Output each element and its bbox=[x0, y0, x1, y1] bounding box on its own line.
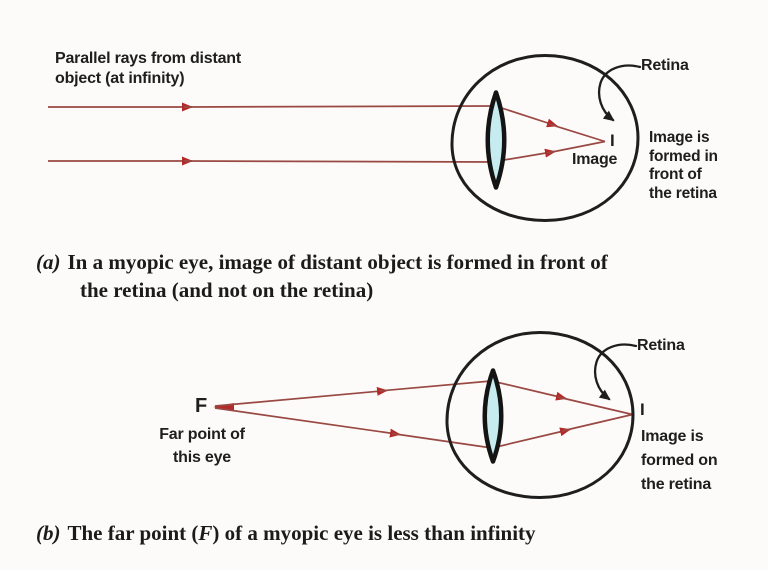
ray-b-bottom-incoming2 bbox=[391, 432, 493, 449]
diagram-a-rays bbox=[48, 102, 606, 166]
image-note-b-line1: Image is bbox=[641, 428, 704, 445]
retina-label-b: Retina bbox=[637, 337, 685, 354]
image-note-a: Image is formed in front of the retina bbox=[649, 129, 718, 203]
image-point-b: I bbox=[640, 400, 645, 419]
image-note-a-line1: Image is bbox=[649, 129, 710, 146]
ray-b-top-refracted2 bbox=[557, 396, 633, 416]
ray-a-top-refracted bbox=[496, 105, 558, 128]
image-point-a: I bbox=[610, 131, 615, 150]
image-note-b-line3: the retina bbox=[641, 476, 712, 493]
image-note-a-line2: formed in bbox=[649, 147, 718, 165]
diagram-b-rays bbox=[213, 380, 633, 449]
ray-b-bottom-refracted bbox=[493, 427, 571, 449]
ray-a-bottom-refracted bbox=[497, 148, 556, 162]
caption-a-text1: In a myopic eye, image of distant object… bbox=[67, 250, 608, 274]
caption-a-line2: the retina (and not on the retina) bbox=[80, 278, 374, 302]
caption-b-text-post: ) of a myopic eye is less than infinity bbox=[212, 521, 536, 545]
ray-a-bottom-refracted2 bbox=[546, 140, 606, 154]
image-note-a-line4: the retina bbox=[649, 184, 717, 202]
far-point-caption-line2: this eye bbox=[173, 449, 231, 466]
ray-b-bottom-incoming bbox=[214, 407, 401, 438]
ray-b-top-incoming bbox=[214, 386, 388, 407]
caption-b: (b)The far point (F) of a myopic eye is … bbox=[36, 521, 536, 546]
far-point-caption-line1: Far point of bbox=[159, 426, 245, 443]
eye-outline-b bbox=[445, 330, 635, 500]
image-label-a: Image bbox=[572, 151, 618, 168]
far-point-caption: Far point of this eye bbox=[139, 423, 265, 469]
parallel-rays-label-line1: Parallel rays from distant bbox=[55, 50, 241, 67]
retina-pointer-arrow-b bbox=[593, 343, 638, 401]
ray-b-top-refracted bbox=[493, 380, 567, 401]
image-note-b: Image is formed on the retina bbox=[641, 425, 718, 497]
ray-a-bottom-incoming2 bbox=[183, 160, 497, 163]
caption-b-f-symbol: F bbox=[198, 521, 213, 545]
image-note-a-line3: front of bbox=[649, 166, 702, 183]
image-note-b-line2: formed on bbox=[641, 452, 718, 469]
ray-a-top-incoming2 bbox=[183, 105, 495, 108]
far-point-label-f: F bbox=[195, 395, 208, 417]
ray-b-top-incoming2 bbox=[378, 380, 492, 392]
retina-pointer-arrow-a bbox=[597, 64, 642, 122]
eye-lens-a bbox=[485, 90, 507, 190]
caption-a-marker: (a) bbox=[36, 250, 61, 274]
eye-lens-b bbox=[482, 368, 504, 464]
ray-b-bottom-refracted2 bbox=[561, 413, 633, 432]
ray-a-top-refracted2 bbox=[548, 123, 606, 143]
parallel-rays-label: Parallel rays from distant object (at in… bbox=[55, 49, 241, 89]
retina-label-a: Retina bbox=[641, 57, 689, 74]
caption-a-line1: (a)In a myopic eye, image of distant obj… bbox=[36, 250, 608, 275]
parallel-rays-label-line2: object (at infinity) bbox=[55, 70, 185, 87]
eye-outline-a bbox=[450, 53, 640, 223]
caption-b-marker: (b) bbox=[36, 521, 61, 545]
caption-b-text-pre: The far point ( bbox=[67, 521, 199, 545]
